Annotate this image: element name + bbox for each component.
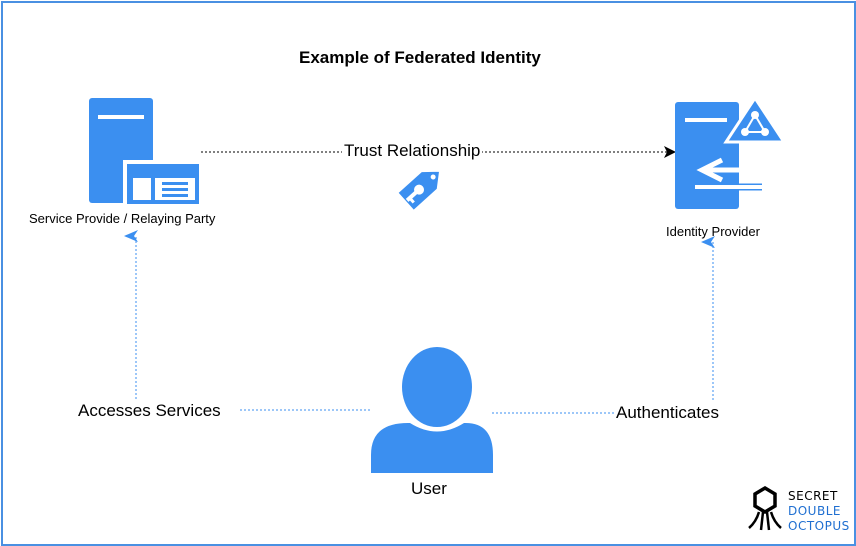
accesses-services-label: Accesses Services [78, 401, 221, 421]
authenticates-label: Authenticates [616, 403, 720, 423]
server-with-browser-icon [89, 98, 203, 208]
key-tag-icon [396, 170, 441, 212]
logo-line-3: OCTOPUS [788, 519, 850, 533]
octopus-logo-icon [748, 485, 782, 531]
user-icon [371, 347, 493, 473]
accesses-connector [124, 230, 370, 411]
service-provider-label: Service Provide / Relaying Party [29, 211, 216, 226]
logo-text: SECRET DOUBLE OCTOPUS [788, 489, 850, 534]
logo-line-2: DOUBLE [788, 504, 841, 518]
user-label: User [411, 479, 447, 498]
server-with-network-icon [675, 95, 787, 209]
diagram-title: Example of Federated Identity [299, 48, 541, 67]
identity-provider-label: Identity Provider [666, 224, 760, 239]
authenticates-connector [492, 236, 715, 414]
trust-relationship-label: Trust Relationship [342, 141, 483, 161]
logo-line-1: SECRET [788, 489, 838, 503]
